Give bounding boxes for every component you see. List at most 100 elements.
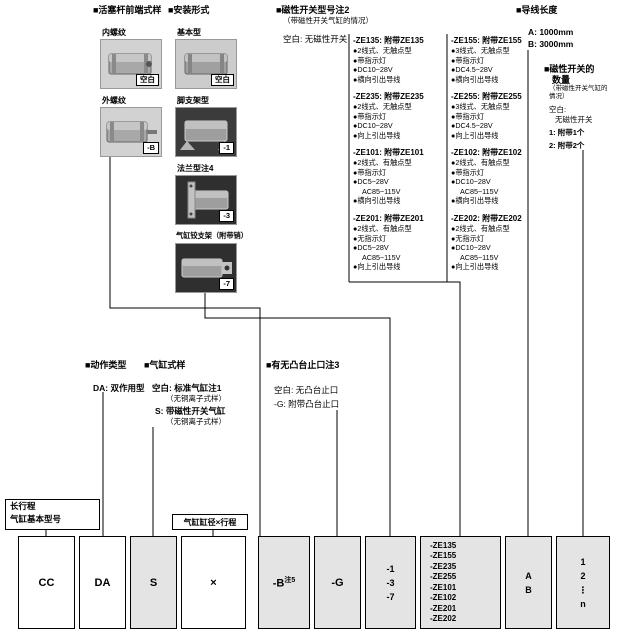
section-header-boss: ■有无凸台止口注3 [266,360,340,370]
cylinder-style-note: （无铜离子式样） [166,417,226,426]
switch-option-title: -ZE201: 附带ZE201 [353,214,424,223]
option-code: -B [143,142,159,154]
rod-end-option-label: 外螺纹 [102,96,126,105]
mounting-option-label: 脚支架型 [177,96,209,105]
photo-external-thread: -B [100,107,162,157]
code-text: -7 [386,591,395,602]
photo-foot-bracket: -1 [175,107,237,157]
rod-end-option-label: 内螺纹 [102,28,126,37]
switch-option-spec: ●DC10~28V [451,243,491,252]
code-text: n [580,598,586,609]
code-text: A [525,570,532,581]
switch-option-spec: ●DC10~28V [451,177,491,186]
switch-option-spec: ●3线式、无触点型 [451,46,510,55]
code-value: -B [272,577,285,590]
code-cell-qty: 1 2 ⋮ n [556,536,610,629]
switch-qty-option: 2: 附带2个 [549,141,585,150]
switch-qty-option: 1: 附带1个 [549,128,585,137]
boss-option: -G: 附带凸台止口 [274,399,340,409]
code-text: -1 [386,563,395,574]
switch-option-spec: AC85~115V [362,252,401,262]
switch-option-title: -ZE101: 附带ZE101 [353,148,424,157]
section-header-rod-end: ■活塞杆前端式样 [93,5,162,15]
code-text: -ZE201 [430,603,457,613]
cylinder-style-option: 空白: 标准气缸注1 [152,383,222,393]
cylinder-style-option: S: 带磁性开关气缸 [155,406,226,416]
switch-option-spec: ●DC5~28V [353,243,389,252]
switch-option-spec: ●DC4.5~28V [451,65,493,74]
cylinder-image [176,108,236,156]
switch-option-spec: ●带指示灯 [451,55,485,65]
switch-option-spec: ●2线式、无触点型 [353,46,412,55]
section-header-mounting: ■安装形式 [168,5,210,15]
code-note: 注5 [284,577,296,585]
photo-basic-type: 空白 [175,39,237,89]
code-text: 2 [580,570,586,581]
action-type-option: DA: 双作用型 [93,383,145,393]
switch-qty-subheader: （带磁性开关气缸的情况） [549,85,608,100]
code-text: -ZE101 [430,582,457,592]
switch-option-spec: ●带指示灯 [353,55,387,65]
option-code: -1 [219,142,234,154]
switch-option-ze202: -ZE202: 附带ZE202 ●2线式、有触点型 ●无指示灯 ●DC10~28… [451,214,547,272]
switch-option-ze102: -ZE102: 附带ZE102 ●2线式、有触点型 ●带指示灯 ●DC10~28… [451,148,547,206]
switch-option-spec: ●DC4.5~28V [451,121,493,130]
code-cell-bore-stroke: × [181,536,246,629]
code-cell-switch: -ZE135 -ZE155 -ZE235 -ZE255 -ZE101 -ZE10… [420,536,501,629]
section-header-action-type: ■动作类型 [85,360,127,370]
option-code: 空白 [136,74,159,86]
switch-option-title: -ZE235: 附带ZE235 [353,92,424,101]
switch-option-spec: AC85~115V [460,252,499,262]
switch-qty-blank-label: 空白: [549,105,567,114]
base-model-label-line1: 长行程 [10,501,36,511]
switch-option-spec: ●2线式、有触点型 [451,158,510,167]
switch-option-title: -ZE102: 附带ZE102 [451,148,522,157]
switch-option-spec: ●横向引出导线 [451,196,499,205]
code-text: × [210,576,217,589]
code-cell-rod-end: -B注5 [258,536,310,629]
base-model-label: 长行程 气缸基本型号 [5,499,100,530]
switch-option-spec: ●横向引出导线 [451,74,499,84]
photo-clevis-bracket: -7 [175,243,237,293]
base-model-label-line2: 气缸基本型号 [10,514,62,524]
section-header-cylinder-style: ■气缸式样 [144,360,186,370]
boss-option: 空白: 无凸台止口 [274,385,339,395]
switch-option-ze235: -ZE235: 附带ZE235 ●2线式、无触点型 ●带指示灯 ●DC10~28… [353,92,449,140]
switch-option-spec: ●带指示灯 [451,111,485,121]
switch-option-spec: ●向上引出导线 [353,262,401,271]
section-header-lead-length: ■导线长度 [516,5,558,15]
switch-option-ze135: -ZE135: 附带ZE135 ●2线式、无触点型 ●带指示灯 ●DC10~28… [353,36,449,84]
switch-option-spec: ●2线式、有触点型 [451,224,510,233]
code-text: -ZE255 [430,572,457,581]
switch-option-spec: ●带指示灯 [353,111,387,121]
switch-option-spec: AC85~115V [362,186,401,196]
code-text: -ZE102 [430,593,457,602]
switch-option-title: -ZE255: 附带ZE255 [451,92,522,101]
code-text: -ZE135 [430,540,457,550]
switch-option-ze201: -ZE201: 附带ZE201 ●2线式、有触点型 ●无指示灯 ●DC5~28V… [353,214,449,272]
cylinder-style-note: （无铜离子式样） [166,394,226,403]
code-text: CC [38,576,55,589]
mounting-option-label: 基本型 [177,28,201,37]
switch-option-spec: ●DC10~28V [353,121,393,130]
switch-option-title: -ZE155: 附带ZE155 [451,36,522,45]
code-text: -ZE235 [430,561,457,571]
switch-option-ze155: -ZE155: 附带ZE155 ●3线式、无触点型 ●带指示灯 ●DC4.5~2… [451,36,547,84]
option-code: 空白 [211,74,234,86]
code-text: -ZE155 [430,551,457,560]
switch-option-spec: ●向上引出导线 [451,130,499,140]
switch-option-spec: ●DC5~28V [353,177,389,186]
mounting-option-label: 法兰型注4 [177,164,214,173]
switch-option-spec: ●2线式、有触点型 [353,158,412,167]
mounting-option-label: 气缸铰支架（附带销） [176,231,248,240]
switch-option-spec: ●带指示灯 [353,167,387,177]
switch-option-ze101: -ZE101: 附带ZE101 ●2线式、有触点型 ●带指示灯 ●DC5~28V… [353,148,449,206]
code-cell-action: DA [79,536,126,629]
switch-option-spec: ●2线式、有触点型 [353,224,412,233]
switch-option-spec: ●2线式、无触点型 [353,102,412,111]
section-header-switch-qty: ■磁性开关的 [544,64,595,74]
code-cell-mounting: -1 -3 -7 [365,536,416,629]
code-text: DA [94,576,111,589]
section-header-switch-qty-line2: 数量 [552,75,571,85]
